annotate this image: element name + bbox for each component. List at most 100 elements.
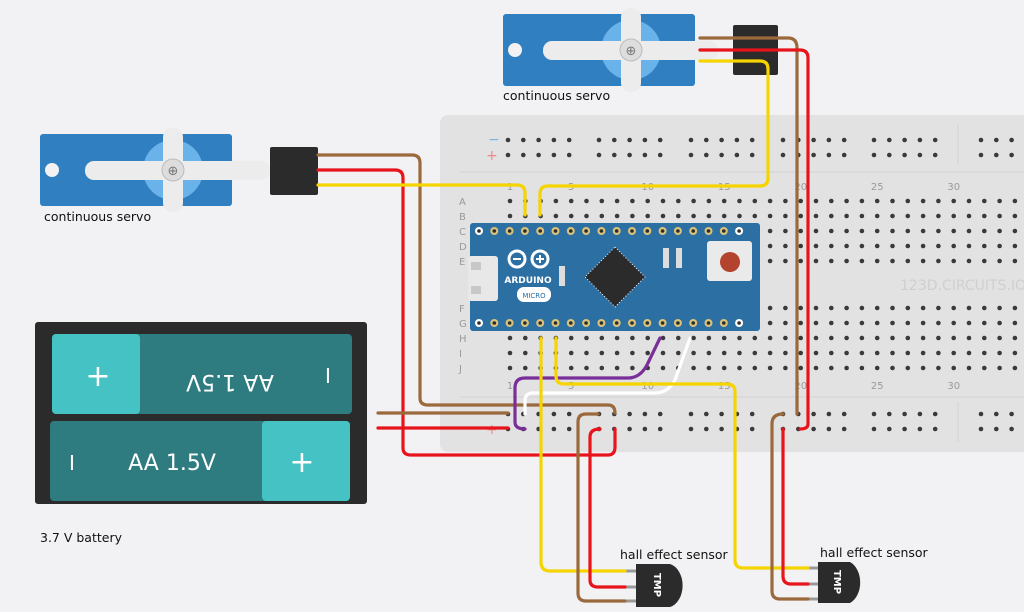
breadboard-hole[interactable] xyxy=(951,228,956,234)
rail-hole[interactable] xyxy=(657,411,663,417)
breadboard-hole[interactable] xyxy=(1012,335,1018,341)
servo-top[interactable]: ⊕ xyxy=(503,8,718,92)
breadboard-hole[interactable] xyxy=(966,335,972,341)
breadboard-hole[interactable] xyxy=(507,350,513,356)
breadboard-hole[interactable] xyxy=(936,258,941,264)
breadboard-hole[interactable] xyxy=(951,213,956,219)
rail-hole[interactable] xyxy=(704,137,709,143)
breadboard-hole[interactable] xyxy=(997,335,1002,341)
breadboard-hole[interactable] xyxy=(783,305,788,311)
breadboard-hole[interactable] xyxy=(982,320,987,326)
breadboard-hole[interactable] xyxy=(706,335,712,341)
breadboard-hole[interactable] xyxy=(584,335,589,341)
battery-pack[interactable]: + AA 1.5V I I AA 1.5V + xyxy=(35,322,367,504)
breadboard-hole[interactable] xyxy=(553,213,559,219)
rail-hole[interactable] xyxy=(627,411,632,417)
wire-sensor2-yellow[interactable] xyxy=(554,336,810,570)
rail-hole[interactable] xyxy=(932,152,938,158)
breadboard-hole[interactable] xyxy=(859,305,865,311)
rail-hole[interactable] xyxy=(826,411,832,417)
breadboard-hole[interactable] xyxy=(783,350,788,356)
breadboard-hole[interactable] xyxy=(905,335,911,341)
rail-hole[interactable] xyxy=(749,152,755,158)
rail-hole[interactable] xyxy=(688,426,694,432)
rail-hole[interactable] xyxy=(596,137,602,143)
rail-hole[interactable] xyxy=(841,426,847,432)
breadboard-hole[interactable] xyxy=(905,243,911,249)
breadboard-hole[interactable] xyxy=(997,365,1002,371)
breadboard-hole[interactable] xyxy=(890,365,895,371)
rail-hole[interactable] xyxy=(917,426,923,432)
wire-purple[interactable] xyxy=(513,336,662,431)
breadboard-hole[interactable] xyxy=(767,213,773,219)
breadboard-hole[interactable] xyxy=(890,228,895,234)
rail-hole[interactable] xyxy=(978,152,984,158)
hall-sensor-2[interactable]: TMP xyxy=(808,562,861,603)
rail-hole[interactable] xyxy=(871,411,877,417)
breadboard-hole[interactable] xyxy=(844,258,849,264)
rail-hole[interactable] xyxy=(1009,152,1014,158)
breadboard-hole[interactable] xyxy=(767,243,773,249)
wire-top-servo-yellow[interactable] xyxy=(538,59,770,217)
breadboard-hole[interactable] xyxy=(783,335,788,341)
breadboard-hole[interactable] xyxy=(936,243,941,249)
breadboard-hole[interactable] xyxy=(920,365,926,371)
breadboard-hole[interactable] xyxy=(859,243,865,249)
breadboard-hole[interactable] xyxy=(997,198,1002,204)
breadboard-hole[interactable] xyxy=(966,365,972,371)
breadboard-hole[interactable] xyxy=(920,305,926,311)
rail-hole[interactable] xyxy=(734,152,740,158)
breadboard-hole[interactable] xyxy=(783,258,788,264)
breadboard-hole[interactable] xyxy=(599,350,605,356)
rail-hole[interactable] xyxy=(841,411,847,417)
breadboard-hole[interactable] xyxy=(1012,365,1018,371)
breadboard-hole[interactable] xyxy=(920,198,926,204)
breadboard-hole[interactable] xyxy=(507,335,513,341)
rail-hole[interactable] xyxy=(994,152,999,158)
breadboard-hole[interactable] xyxy=(783,198,788,204)
breadboard-hole[interactable] xyxy=(997,243,1002,249)
breadboard-hole[interactable] xyxy=(737,213,742,219)
breadboard-hole[interactable] xyxy=(752,335,758,341)
breadboard-hole[interactable] xyxy=(859,320,865,326)
breadboard-hole[interactable] xyxy=(691,350,696,356)
breadboard-hole[interactable] xyxy=(798,243,803,249)
breadboard-hole[interactable] xyxy=(798,228,803,234)
rail-hole[interactable] xyxy=(627,426,632,432)
breadboard-hole[interactable] xyxy=(813,320,819,326)
rail-hole[interactable] xyxy=(902,152,907,158)
breadboard-hole[interactable] xyxy=(829,305,834,311)
breadboard-hole[interactable] xyxy=(599,365,605,371)
breadboard-hole[interactable] xyxy=(783,320,788,326)
servo-left[interactable]: ⊕ xyxy=(40,128,270,212)
breadboard-hole[interactable] xyxy=(982,335,987,341)
rail-hole[interactable] xyxy=(978,426,984,432)
breadboard-hole[interactable] xyxy=(951,365,956,371)
rail-hole[interactable] xyxy=(749,137,755,143)
rail-hole[interactable] xyxy=(551,411,557,417)
breadboard-hole[interactable] xyxy=(767,228,773,234)
rail-hole[interactable] xyxy=(932,411,938,417)
breadboard-hole[interactable] xyxy=(982,213,987,219)
wire-sensor2-brown[interactable] xyxy=(770,412,810,601)
breadboard-hole[interactable] xyxy=(813,198,819,204)
breadboard-hole[interactable] xyxy=(737,350,742,356)
breadboard-hole[interactable] xyxy=(767,198,773,204)
rail-hole[interactable] xyxy=(994,411,999,417)
breadboard-hole[interactable] xyxy=(691,198,696,204)
breadboard-hole[interactable] xyxy=(890,305,895,311)
hall-sensor-1[interactable]: TMP xyxy=(625,564,683,607)
breadboard-hole[interactable] xyxy=(890,320,895,326)
breadboard-hole[interactable] xyxy=(997,228,1002,234)
breadboard-hole[interactable] xyxy=(614,350,620,356)
rail-hole[interactable] xyxy=(536,152,541,158)
rail-hole[interactable] xyxy=(642,152,648,158)
rail-hole[interactable] xyxy=(887,152,892,158)
breadboard-hole[interactable] xyxy=(844,335,849,341)
breadboard-hole[interactable] xyxy=(706,198,712,204)
breadboard-hole[interactable] xyxy=(951,243,956,249)
breadboard-hole[interactable] xyxy=(997,350,1002,356)
rail-hole[interactable] xyxy=(642,426,648,432)
breadboard-hole[interactable] xyxy=(767,365,773,371)
rail-hole[interactable] xyxy=(841,137,847,143)
